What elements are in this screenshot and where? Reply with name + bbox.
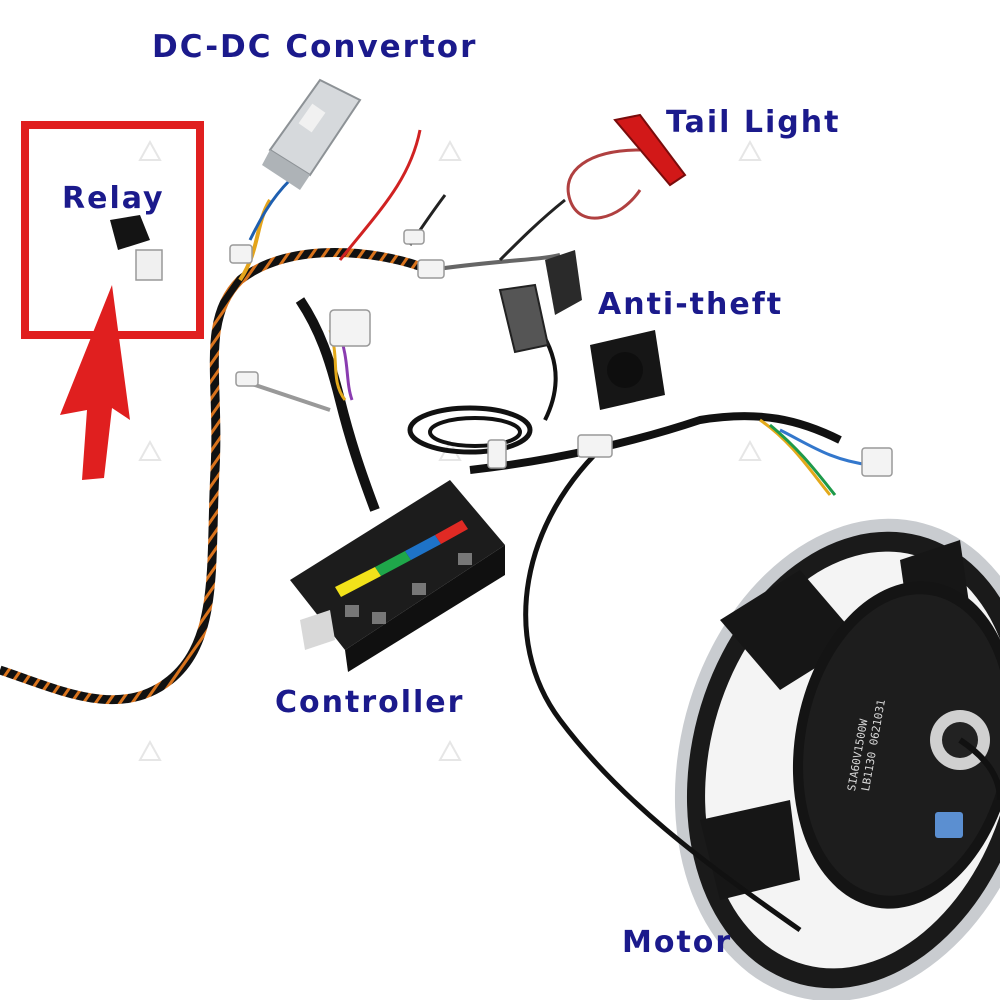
anti-theft-label: Anti-theft — [598, 287, 784, 322]
relay-label: Relay — [62, 181, 165, 216]
main-harness — [0, 248, 432, 705]
connectors — [229, 229, 893, 477]
motor-wheel — [674, 518, 1000, 1000]
relay-highlight — [21, 121, 204, 480]
dcdc-convertor-label: DC-DC Convertor — [152, 29, 478, 65]
motor-controller — [290, 480, 505, 672]
dcdc-converter — [262, 78, 362, 190]
motor-cable — [523, 438, 802, 933]
tail-light — [613, 113, 687, 187]
coiled-cable — [407, 405, 533, 455]
controller-label: Controller — [275, 685, 465, 720]
anti-theft-set — [498, 250, 665, 410]
tail-light-label: Tail Light — [666, 105, 841, 140]
relay-module — [110, 215, 163, 281]
motor-label: Motor — [622, 925, 733, 960]
